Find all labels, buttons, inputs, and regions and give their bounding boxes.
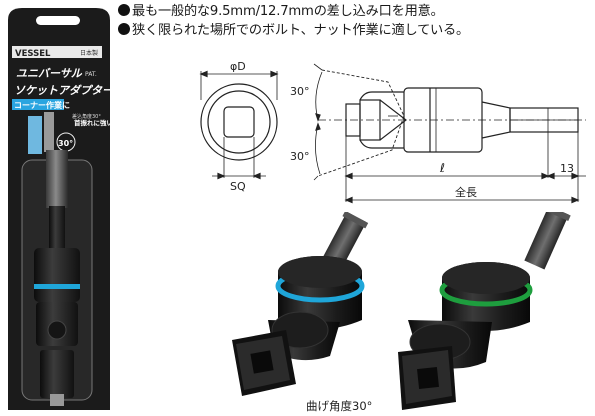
feature-text: 最も一般的な9.5mm/12.7mmの差し込み口を用意。 (132, 4, 444, 19)
dimension-diagram: φD SQ (199, 60, 586, 204)
adapter-photo-green (398, 212, 571, 410)
callout-text: 差込角度30° (72, 113, 101, 120)
feature-item: 狭く限られた場所でのボルト、ナット作業に適している。 (118, 21, 595, 40)
end-view (199, 70, 279, 180)
phi-d-label: φD (230, 60, 246, 73)
feature-item: 最も一般的な9.5mm/12.7mmの差し込み口を用意。 (118, 2, 595, 21)
pat-label: PAT. (85, 71, 97, 78)
bullet-icon (118, 23, 130, 35)
angle-badge: 30° (58, 139, 73, 148)
sq-label: SQ (230, 180, 246, 193)
feature-text: 狭く限られた場所でのボルト、ナット作業に適している。 (132, 23, 470, 38)
hang-hole (36, 16, 80, 25)
made-in-label: 日本製 (80, 49, 98, 57)
bend-angle-caption: 曲げ角度30° (306, 399, 372, 413)
adapter-photo-blue (232, 212, 369, 396)
product-photos: 曲げ角度30° (232, 212, 571, 413)
callout-sub: 首振れに強い (74, 118, 114, 127)
side-view (313, 63, 586, 204)
length-13-label: 13 (560, 162, 574, 175)
package-title-1: ユニバーサル (16, 67, 83, 80)
corner-label: コーナー作業に (14, 100, 70, 110)
angle-bottom-label: 30° (290, 150, 310, 163)
feature-list: 最も一般的な9.5mm/12.7mmの差し込み口を用意。 狭く限られた場所でのボ… (118, 2, 595, 40)
package-card: VESSEL 日本製 ユニバーサル PAT. ソケットアダプター コーナー作業に… (8, 8, 114, 410)
angle-top-label: 30° (290, 85, 310, 98)
package-title-2: ソケットアダプター (14, 84, 114, 97)
total-length-label: 全長 (455, 185, 477, 199)
bullet-icon (118, 4, 130, 16)
brand-logo: VESSEL (15, 49, 51, 59)
length-l-label: ℓ (439, 161, 445, 175)
